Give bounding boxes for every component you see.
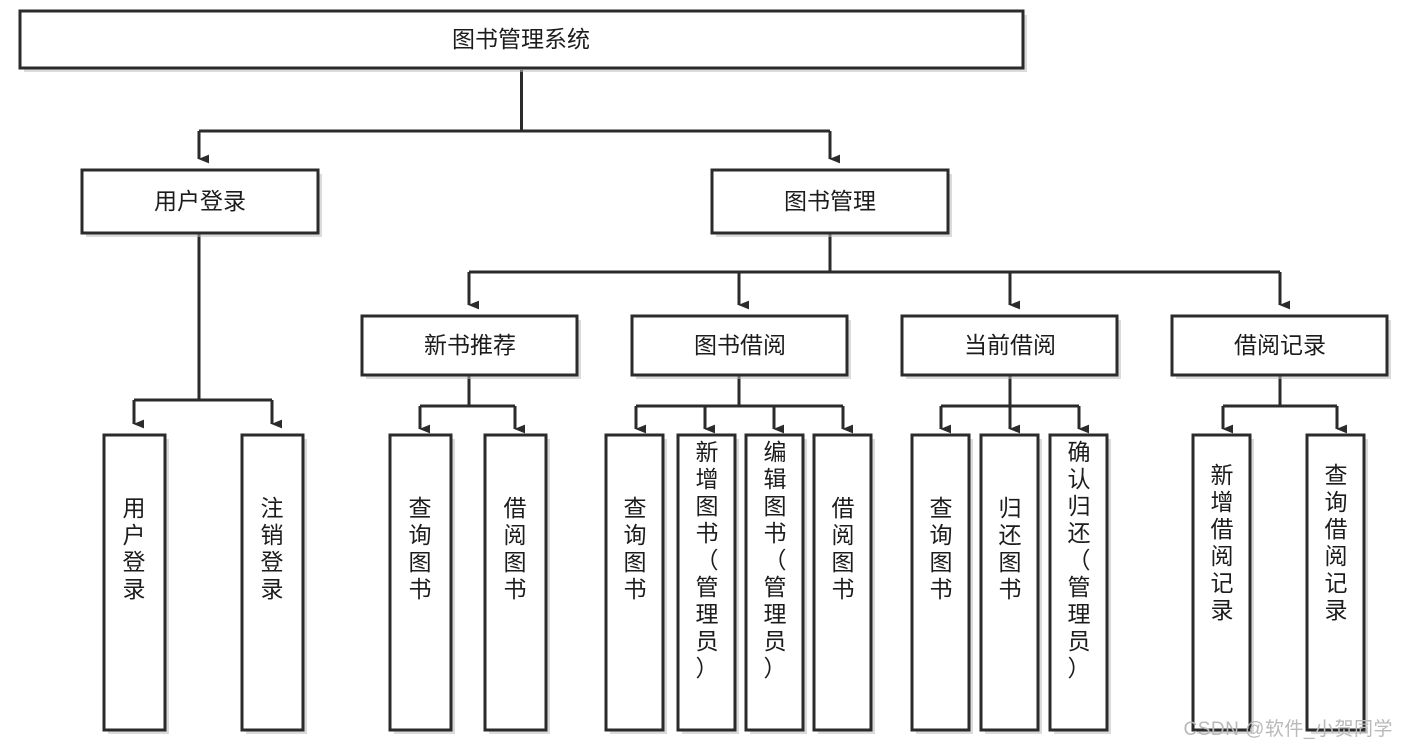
node-leaf-user-login-label: 用户登录 [123, 495, 146, 602]
node-root[interactable]: 图书管理系统 [18, 9, 1027, 72]
node-leaf-query-record[interactable]: 查询借阅记录 [1305, 433, 1368, 734]
node-leaf-query-book-3[interactable]: 查询图书 [910, 433, 973, 734]
node-leaf-edit-book[interactable]: 编辑图书（管理员） [744, 433, 807, 734]
node-current-borrow[interactable]: 当前借阅 [900, 314, 1121, 379]
node-leaf-return-book-label: 归还图书 [999, 495, 1022, 602]
node-borrow-record[interactable]: 借阅记录 [1170, 314, 1391, 379]
node-leaf-edit-book-label: 编辑图书（管理员） [764, 439, 787, 681]
node-current-borrow-label: 当前借阅 [964, 332, 1056, 358]
edges-layer [132, 70, 1348, 434]
node-book-management[interactable]: 图书管理 [710, 168, 952, 237]
node-leaf-logout-login[interactable]: 注销登录 [240, 433, 307, 734]
node-user-login-label: 用户登录 [154, 188, 246, 214]
node-leaf-query-book-2[interactable]: 查询图书 [604, 433, 667, 734]
node-leaf-add-book-label: 新增图书（管理员） [696, 439, 719, 681]
node-leaf-return-book[interactable]: 归还图书 [979, 433, 1042, 734]
node-leaf-borrow-book-2-label: 借阅图书 [832, 495, 855, 602]
node-book-borrow-label: 图书借阅 [694, 332, 786, 358]
node-leaf-query-book-3-label: 查询图书 [930, 495, 953, 602]
node-leaf-query-book-1[interactable]: 查询图书 [388, 433, 455, 734]
node-user-login[interactable]: 用户登录 [80, 168, 322, 237]
node-leaf-query-record-label: 查询借阅记录 [1325, 462, 1348, 623]
node-leaf-borrow-book-1-label: 借阅图书 [504, 495, 527, 602]
node-root-label: 图书管理系统 [452, 26, 590, 52]
node-leaf-confirm-return[interactable]: 确认归还（管理员） [1048, 433, 1111, 734]
node-leaf-query-book-2-label: 查询图书 [624, 495, 647, 602]
node-new-book-recommend[interactable]: 新书推荐 [360, 314, 581, 379]
node-leaf-confirm-return-label: 确认归还（管理员） [1068, 439, 1091, 681]
node-book-borrow[interactable]: 图书借阅 [630, 314, 851, 379]
node-leaf-user-login[interactable]: 用户登录 [102, 433, 169, 734]
node-leaf-borrow-book-2[interactable]: 借阅图书 [812, 433, 875, 734]
node-leaf-add-book[interactable]: 新增图书（管理员） [676, 433, 739, 734]
node-new-book-recommend-label: 新书推荐 [424, 332, 516, 358]
node-leaf-add-record[interactable]: 新增借阅记录 [1191, 433, 1254, 734]
csdn-watermark: CSDN @软件_小贺同学 [1183, 719, 1393, 740]
node-leaf-logout-login-label: 注销登录 [261, 495, 284, 602]
node-leaf-add-record-label: 新增借阅记录 [1211, 462, 1234, 623]
node-borrow-record-label: 借阅记录 [1234, 332, 1326, 358]
node-leaf-query-book-1-label: 查询图书 [409, 495, 432, 602]
node-book-management-label: 图书管理 [784, 188, 876, 214]
node-leaf-borrow-book-1[interactable]: 借阅图书 [483, 433, 550, 734]
